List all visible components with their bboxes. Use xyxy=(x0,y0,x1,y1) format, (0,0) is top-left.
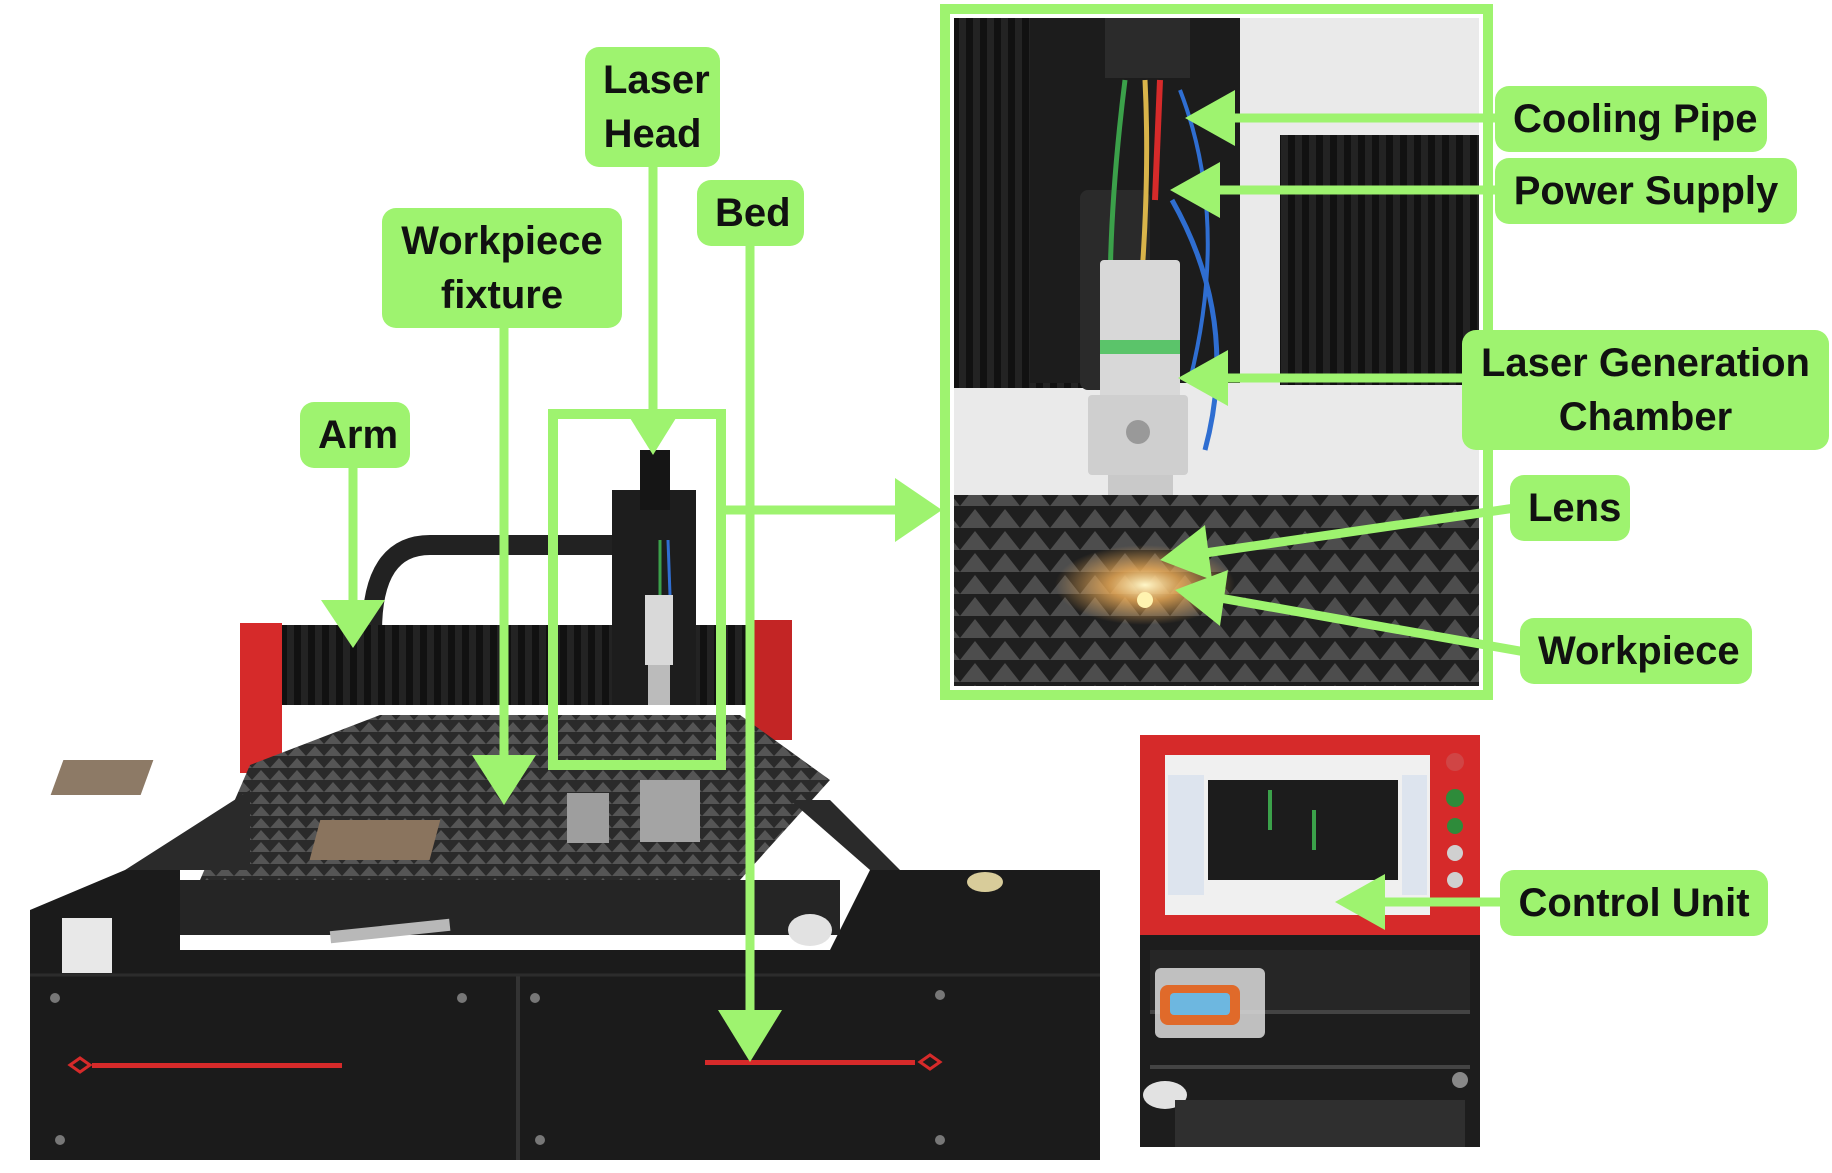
machine-frame xyxy=(30,870,1100,1160)
gantry-pillar-left xyxy=(240,623,282,773)
label-workpiece-text: Workpiece xyxy=(1538,629,1740,673)
label-control-unit-text: Control Unit xyxy=(1518,881,1750,925)
control-unit-photo xyxy=(1140,735,1480,1147)
label-bed: Bed xyxy=(697,180,804,246)
label-workpiece-fixture-line2: fixture xyxy=(440,273,564,317)
label-laser-head: Laser Head xyxy=(585,47,720,167)
label-cooling-pipe-text: Cooling Pipe xyxy=(1513,97,1758,141)
label-workpiece-fixture-line1: Workpiece xyxy=(401,219,603,263)
label-power-supply-text: Power Supply xyxy=(1513,169,1779,213)
label-power-supply: Power Supply xyxy=(1495,158,1797,224)
label-workpiece: Workpiece xyxy=(1520,618,1752,684)
label-cooling-pipe: Cooling Pipe xyxy=(1495,86,1767,152)
label-lens-text: Lens xyxy=(1528,486,1622,530)
label-workpiece-fixture: Workpiece fixture xyxy=(382,208,622,328)
arrow-workpiece xyxy=(1219,593,1526,657)
head-body xyxy=(645,595,673,665)
label-control-unit: Control Unit xyxy=(1500,870,1768,936)
label-laser-head-line1: Laser xyxy=(603,58,710,102)
label-laser-generation-chamber: Laser Generation Chamber xyxy=(1462,330,1829,450)
arrow-lens xyxy=(1204,503,1516,558)
label-laser-generation-chamber-line1: Laser Generation xyxy=(1480,341,1810,385)
label-lens: Lens xyxy=(1510,475,1630,541)
label-laser-generation-chamber-line2: Chamber xyxy=(1558,395,1733,439)
info-plate xyxy=(62,918,112,973)
label-laser-head-line2: Head xyxy=(603,112,702,156)
gantry-pillar-right xyxy=(752,620,792,740)
label-bed-text: Bed xyxy=(715,191,791,235)
callout-arrows xyxy=(321,90,1526,1062)
label-arm-text: Arm xyxy=(318,413,399,457)
cutting-bed xyxy=(200,715,830,880)
label-arm: Arm xyxy=(300,402,410,468)
laser-cutting-machine xyxy=(30,450,1100,1160)
